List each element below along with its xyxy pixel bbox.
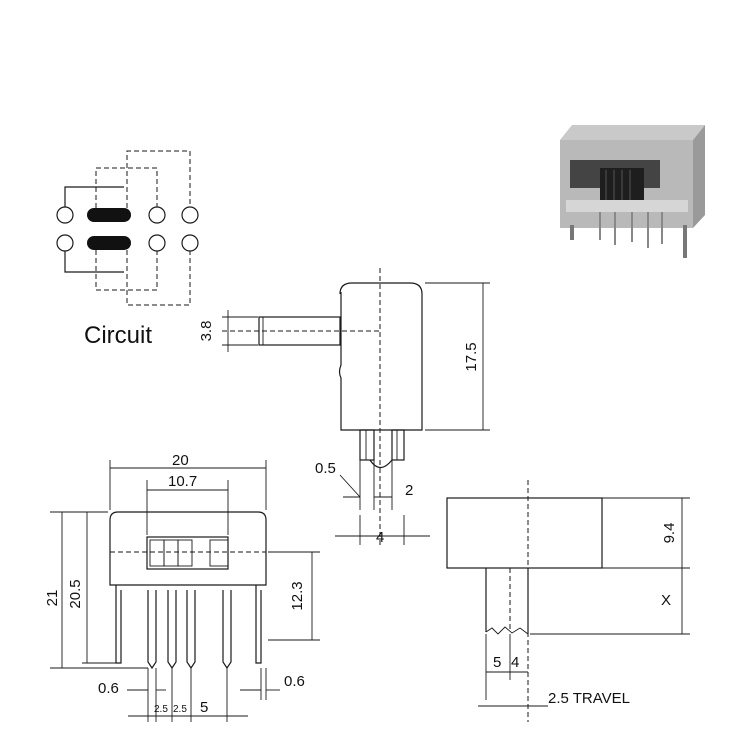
front-view: 20 10.7 21 20.5 12.3 0.6 0.6 2.5	[44, 452, 320, 722]
dim-pitch-b: 2.5	[173, 704, 187, 715]
dim-pin-right: 0.6	[284, 673, 305, 690]
dim-pin-gap: 2	[405, 482, 413, 499]
dim-slot: 10.7	[168, 473, 197, 490]
dim-body-height: 20.5	[67, 579, 84, 608]
dim-knob: 3.8	[198, 321, 215, 342]
travel-label: 2.5 TRAVEL	[548, 690, 630, 707]
dim-height: 17.5	[463, 342, 480, 371]
dim-width: 20	[172, 452, 189, 469]
circuit-label: Circuit	[84, 322, 152, 349]
dim-pitch-a: 2.5	[154, 704, 168, 715]
dim-total-height: 21	[44, 590, 61, 607]
dim-pin-width: 0.5	[315, 460, 336, 477]
dim-x: X	[661, 592, 671, 609]
dim-a: 5	[493, 654, 501, 671]
dim-pin-left: 0.6	[98, 680, 119, 697]
dim-pin-height: 12.3	[289, 581, 306, 610]
dim-pitch-c: 5	[200, 699, 208, 716]
actuator-view: 9.4 X 5 4 2.5 TRAVEL	[446, 480, 690, 722]
dim-pin-span: 4	[376, 529, 384, 546]
product-photo	[560, 125, 705, 258]
circuit-diagram: Circuit	[56, 150, 199, 349]
dim-top: 9.4	[661, 523, 678, 544]
dim-b: 4	[511, 654, 519, 671]
side-view: 3.8 17.5 0.5 2 4	[198, 268, 490, 546]
